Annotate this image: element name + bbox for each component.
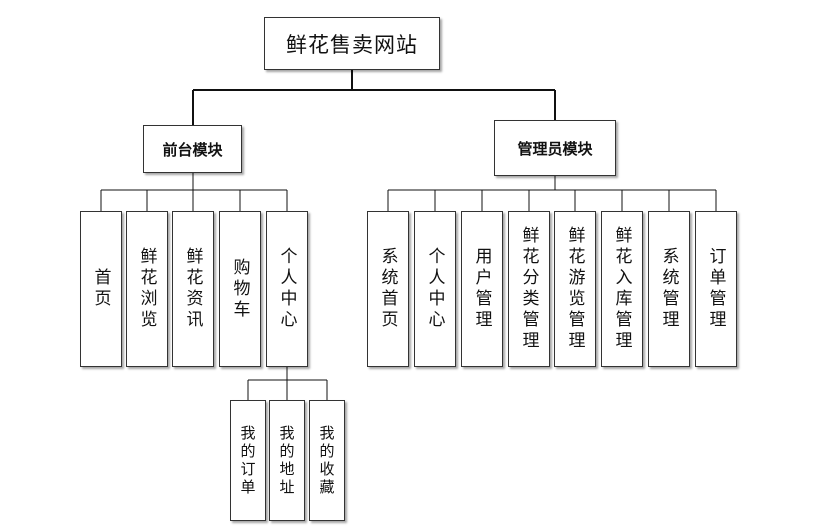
leaf-label: 个人中心 [276, 247, 297, 331]
sub-leaf-label: 我的地址 [277, 424, 296, 497]
frontend-leaf-home: 首页 [80, 211, 122, 367]
leaf-label: 鲜花分类管理 [518, 226, 539, 352]
admin-leaf-stock-management: 鲜花入库管理 [601, 211, 643, 367]
leaf-label: 首页 [90, 268, 111, 310]
leaf-label: 鲜花资讯 [182, 247, 203, 331]
sub-leaf-my-favorites: 我的收藏 [309, 400, 345, 521]
admin-leaf-browse-management: 鲜花游览管理 [554, 211, 596, 367]
admin-leaf-personal-center: 个人中心 [414, 211, 456, 367]
admin-leaf-category-management: 鲜花分类管理 [508, 211, 550, 367]
leaf-label: 购物车 [229, 257, 250, 321]
admin-module-node: 管理员模块 [494, 120, 616, 176]
frontend-leaf-personal-center: 个人中心 [266, 211, 308, 367]
leaf-label: 系统管理 [658, 247, 679, 331]
leaf-label: 用户管理 [471, 247, 492, 331]
sub-leaf-my-orders: 我的订单 [230, 400, 266, 521]
root-label: 鲜花售卖网站 [286, 32, 418, 57]
admin-module-label: 管理员模块 [517, 139, 593, 158]
leaf-label: 鲜花浏览 [136, 247, 157, 331]
leaf-label: 系统首页 [377, 247, 398, 331]
admin-leaf-system-management: 系统管理 [648, 211, 690, 367]
admin-leaf-system-home: 系统首页 [367, 211, 409, 367]
frontend-leaf-news: 鲜花资讯 [172, 211, 214, 367]
frontend-leaf-browse: 鲜花浏览 [126, 211, 168, 367]
leaf-label: 订单管理 [705, 247, 726, 331]
admin-leaf-order-management: 订单管理 [695, 211, 737, 367]
leaf-label: 鲜花游览管理 [564, 226, 585, 352]
frontend-module-label: 前台模块 [162, 140, 223, 159]
leaf-label: 鲜花入库管理 [611, 226, 632, 352]
sub-leaf-label: 我的收藏 [317, 424, 336, 497]
sub-leaf-label: 我的订单 [238, 424, 257, 497]
admin-leaf-user-management: 用户管理 [461, 211, 503, 367]
frontend-module-node: 前台模块 [143, 125, 242, 173]
sub-leaf-my-address: 我的地址 [269, 400, 305, 521]
leaf-label: 个人中心 [424, 247, 445, 331]
frontend-leaf-cart: 购物车 [219, 211, 261, 367]
root-node: 鲜花售卖网站 [264, 17, 440, 70]
